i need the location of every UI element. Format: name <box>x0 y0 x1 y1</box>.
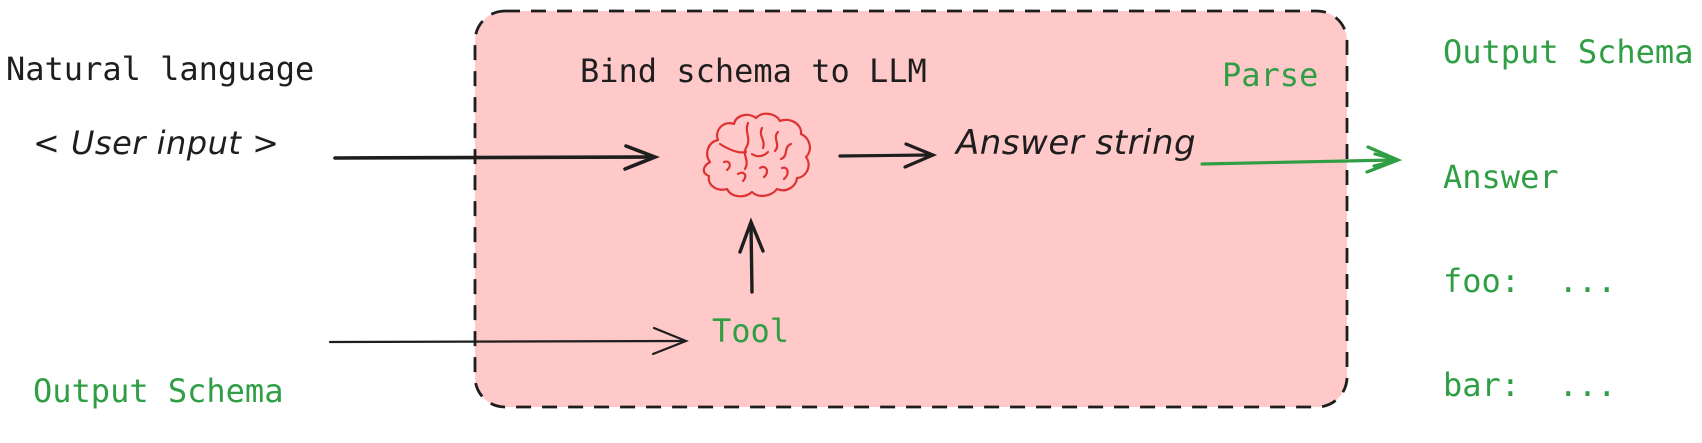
answer-string-label: Answer string <box>956 123 1197 163</box>
parse-arrow <box>1200 145 1403 174</box>
output-schema-right-line: foo: ... <box>1443 262 1617 300</box>
user-input-arrow <box>333 144 660 171</box>
output-schema-right-title: Output Schema <box>1443 33 1694 71</box>
output-schema-right: Answer foo: ... bar: ... <box>1443 93 1616 443</box>
tool-to-brain-arrow <box>738 217 765 294</box>
parse-label: Parse <box>1222 56 1319 94</box>
tool-label: Tool <box>712 312 790 350</box>
output-schema-left-title: Output Schema <box>33 372 284 410</box>
output-schema-left: Output Schema foo: ... bar: ... <box>33 307 283 443</box>
user-input-label: < User input > <box>33 124 280 162</box>
natural-language-label: Natural language <box>6 50 315 88</box>
brain-icon <box>702 112 811 198</box>
answer-label: Answer <box>1443 158 1559 196</box>
llm-box <box>473 9 1349 409</box>
output-schema-right-line: bar: ... <box>1443 366 1617 404</box>
brain-to-answer-arrow <box>838 142 938 169</box>
schema-to-tool-arrow <box>328 326 689 356</box>
bind-schema-title: Bind schema to LLM <box>580 52 927 90</box>
